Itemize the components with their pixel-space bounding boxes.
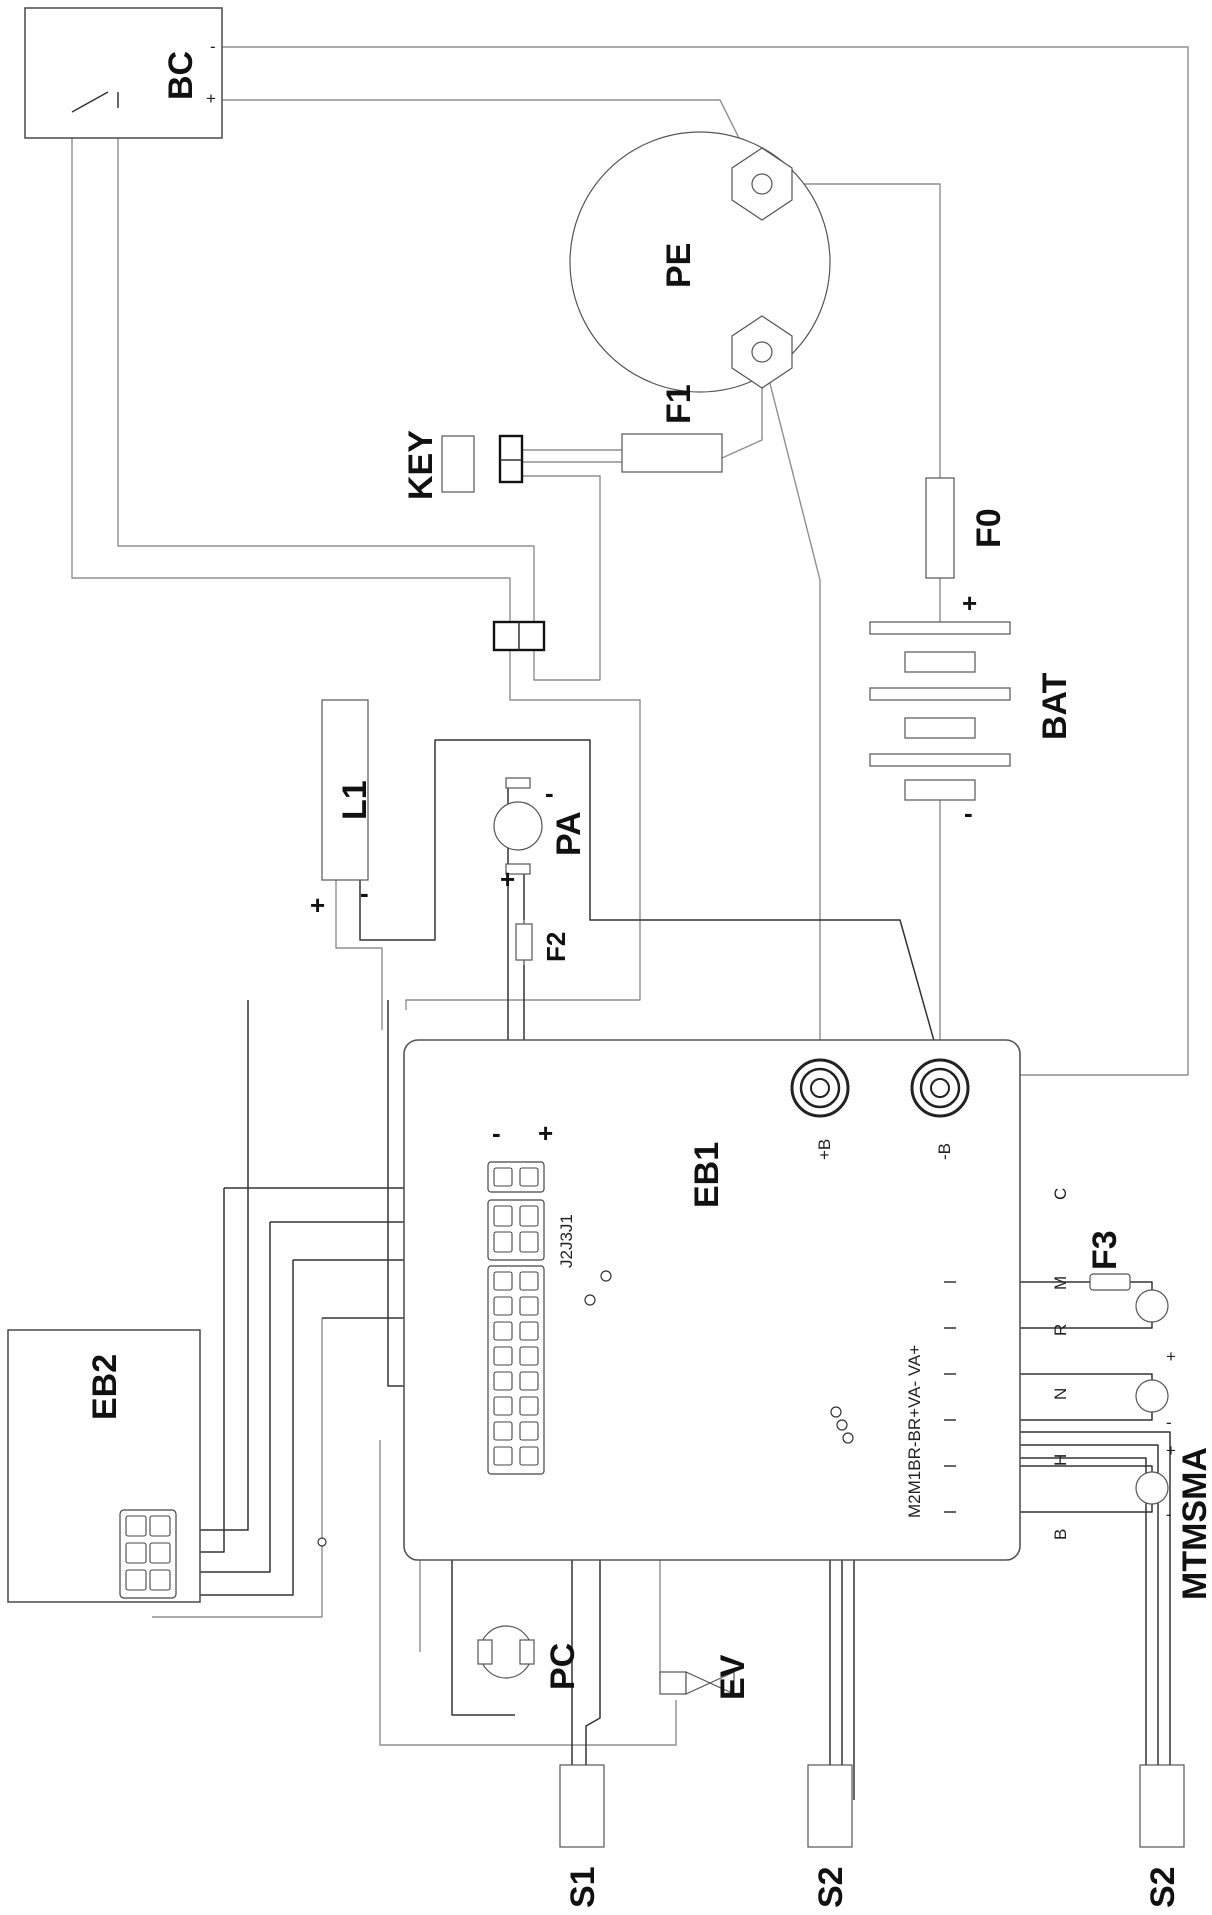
letter-m: M [1051,1276,1070,1290]
j2j3j1-label: J2J3J1 [557,1214,576,1268]
wire-bc-switch-b [117,108,535,622]
l1-label: L1 [336,780,374,820]
motor-m [1135,1289,1169,1323]
f2-label: F2 [541,932,571,962]
mid-connector [492,620,546,652]
letter-b: B [1051,1529,1070,1540]
eb2-label: EB2 [86,1354,124,1420]
svg-text:-: - [1166,1413,1172,1432]
lamp-l1: + - L1 [310,699,374,920]
pa-label: PA [550,811,588,856]
bat-minus-sign: - [964,798,973,828]
key-label: KEY [402,430,440,500]
j-minus-sign: - [492,1118,501,1148]
motor-h: + - [1135,1441,1176,1524]
eb2-box: EB2 [7,1329,201,1603]
fuse-f2: F2 [515,923,571,962]
ev-label: EV [714,1654,752,1700]
svg-text:-: - [1166,1505,1172,1524]
fuse-f3: F3 [1086,1230,1131,1291]
pe-label: PE [660,243,698,288]
connector-j2j3j1: - + J2J3J1 [487,1118,576,1475]
letter-r: R [1051,1324,1070,1336]
bc-plus-sign: + [206,89,216,108]
l1-minus-sign: - [360,878,369,908]
f3-label: F3 [1086,1230,1124,1270]
svg-text:+: + [1166,1347,1176,1366]
sensor-s2-right: S2 [1139,1764,1185,1908]
wire-bc-switch-a [71,112,511,622]
s2-right-label: S2 [1144,1866,1182,1908]
wire-pe-posb [761,351,821,1062]
l1-plus-sign: + [310,890,325,920]
wire-eb2-e [152,1318,323,1618]
j-plus-sign: + [538,1118,553,1148]
pe-relay: PE [569,131,831,393]
pc-label: PC [544,1643,582,1690]
junction-dots [317,1270,854,1547]
motor-pa: - + PA [493,777,588,894]
motor-n: + - [1135,1347,1176,1432]
wire-l1-minus [359,739,941,1063]
terminal-codes-text: M2M1BR-BR+VA- VA+ [905,1345,924,1518]
fuse-f1: F1 [621,384,723,473]
mtmsma-label: MTMSMA [1176,1447,1212,1600]
posb-label: +B [815,1139,834,1160]
key-switch: KEY [402,430,524,500]
eb1-box: EB1 [403,1039,1021,1561]
bat-plus-sign: + [962,588,977,618]
battery-bat: + - BAT [869,588,1074,828]
f1-label: F1 [660,384,698,424]
s2-left-label: S2 [812,1866,850,1908]
terminal-posb: +B [790,1058,850,1160]
wire-pe-f0 [760,183,941,478]
valve-ev: EV [659,1654,752,1700]
sensor-s1: S1 [559,1764,605,1908]
eb1-terminals: M2M1BR-BR+VA- VA+ C M R N H B [905,1188,1070,1540]
bc-label: BC [162,51,200,100]
fuse-f0: F0 [925,477,1008,579]
wire-key-conn-a [520,475,601,681]
letter-n: N [1051,1388,1070,1400]
s1-label: S1 [564,1866,602,1908]
eb1-label: EB1 [688,1142,726,1208]
negb-label: -B [935,1143,954,1160]
bc-minus-sign: - [210,37,216,56]
motor-pc: PC [477,1625,582,1690]
bc-box: - + BC [24,7,223,139]
letter-c: C [1051,1188,1070,1200]
wire-ev-b [379,1440,677,1746]
sensor-s2-left: S2 [807,1764,853,1908]
bat-label: BAT [1036,672,1074,740]
wire-bc-minus [222,46,1189,1076]
wire-l1-plus [335,880,383,1030]
pa-minus-sign: - [545,778,554,808]
wire-conn-eb1 [405,650,641,1010]
terminal-negb: -B [910,1058,970,1160]
f0-label: F0 [970,508,1008,548]
pa-plus-sign: + [500,864,515,894]
letter-h: H [1051,1454,1070,1466]
svg-text:+: + [1166,1441,1176,1460]
